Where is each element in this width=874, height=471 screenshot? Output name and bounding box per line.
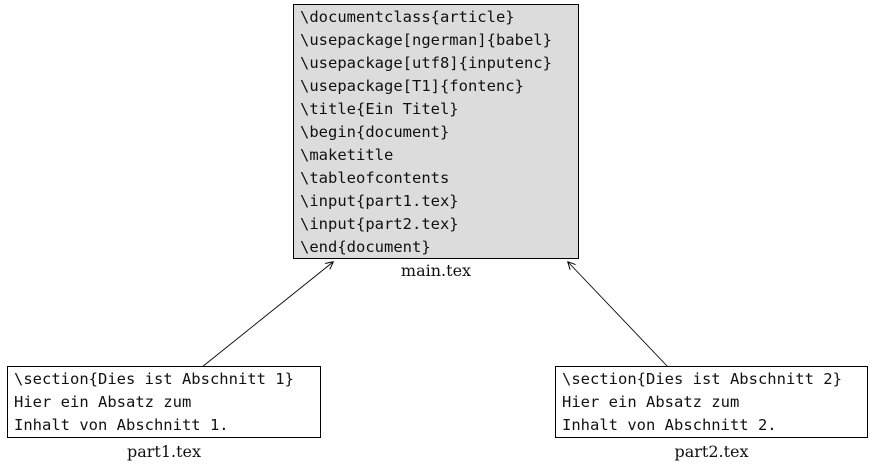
main-tex-box: \documentclass{article} \usepackage[nger…	[293, 4, 579, 259]
code-line: \input{part1.tex}	[300, 192, 459, 210]
code-line: \usepackage[utf8]{inputenc}	[300, 54, 552, 72]
code-line: \title{Ein Titel}	[300, 100, 459, 118]
part2-tex-label: part2.tex	[674, 442, 749, 461]
code-line: \tableofcontents	[300, 169, 450, 187]
part1-tex-box: \section{Dies ist Abschnitt 1} Hier ein …	[7, 366, 321, 438]
part1-tex-label: part1.tex	[126, 442, 202, 461]
code-line: \end{document}	[300, 238, 431, 256]
code-line: Hier ein Absatz zum	[14, 393, 192, 411]
main-tex-label: main.tex	[400, 261, 472, 280]
code-line: Hier ein Absatz zum	[562, 393, 740, 411]
code-line: Inhalt von Abschnitt 1.	[14, 416, 229, 434]
part2-tex-box: \section{Dies ist Abschnitt 2} Hier ein …	[555, 366, 868, 438]
code-line: Inhalt von Abschnitt 2.	[562, 416, 777, 434]
code-line: \maketitle	[300, 146, 394, 164]
code-line: \section{Dies ist Abschnitt 1}	[14, 370, 294, 388]
arrow-part2-to-main	[567, 261, 669, 368]
code-line: \input{part2.tex}	[300, 215, 459, 233]
code-line: \section{Dies ist Abschnitt 2}	[562, 370, 842, 388]
code-line: \documentclass{article}	[300, 8, 515, 26]
code-line: \usepackage[ngerman]{babel}	[300, 31, 552, 49]
code-line: \begin{document}	[300, 123, 450, 141]
code-line: \usepackage[T1]{fontenc}	[300, 77, 524, 95]
